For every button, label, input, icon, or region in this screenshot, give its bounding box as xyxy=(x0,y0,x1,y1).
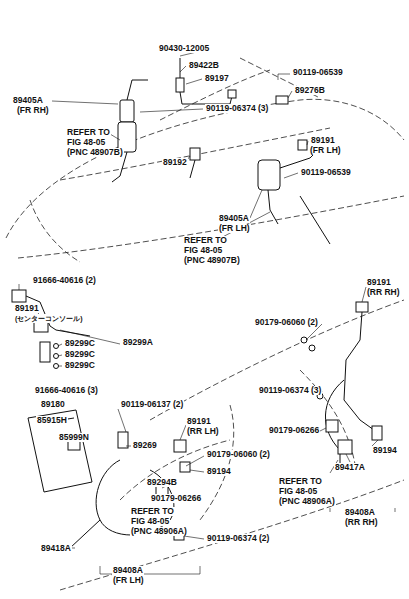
callout-label: 89194 xyxy=(206,467,232,476)
callout-label: 89191 xyxy=(14,304,40,313)
callout-label: 89294B xyxy=(146,478,178,487)
callout-label: 85999N xyxy=(58,433,90,442)
callout-label: 89405A xyxy=(218,214,250,223)
callout-label: (FR LH) xyxy=(309,146,342,155)
callout-label: 89299C xyxy=(64,350,96,359)
callout-label: 90119-06374 (2) xyxy=(206,534,270,543)
callout-label: (PNC 48906A) xyxy=(130,527,188,536)
callout-label: 89422B xyxy=(188,61,220,70)
callout-label: 90179-06060 (2) xyxy=(254,318,319,327)
callout-label: (FR RH) xyxy=(16,106,50,115)
callout-label: 90430-12005 xyxy=(158,44,210,53)
callout-label: 89269 xyxy=(132,441,158,450)
callout-label: (RR LH) xyxy=(186,427,220,436)
callout-label: REFER TO xyxy=(130,507,175,516)
callout-label: (FR LH) xyxy=(112,576,145,585)
callout-label: (PNC 48907B) xyxy=(183,256,241,265)
callout-label: 90119-06374 (3) xyxy=(205,104,269,113)
callout-label: FIG 48-05 xyxy=(130,517,170,526)
callout-label: (PNC 48906A) xyxy=(278,497,336,506)
callout-label: 90119-06374 (3) xyxy=(258,386,322,395)
callout-label: 90119-06539 xyxy=(300,168,352,177)
callout-label: 89408A xyxy=(112,566,144,575)
callout-label: (FR LH) xyxy=(218,224,251,233)
callout-label: 89191 xyxy=(366,278,392,287)
callout-label: FIG 48-05 xyxy=(66,138,106,147)
callout-label: 89299C xyxy=(64,361,96,370)
callout-label: REFER TO xyxy=(183,236,228,245)
callout-label: 89408A xyxy=(344,508,376,517)
callout-label: 89191 xyxy=(186,417,212,426)
callout-label: (RR RH) xyxy=(344,518,379,527)
callout-label: FIG 48-05 xyxy=(278,487,318,496)
callout-label: 85915H xyxy=(36,416,68,425)
callout-label: REFER TO xyxy=(278,477,323,486)
callout-label: 90179-06266 xyxy=(150,494,202,503)
callout-label: (センターコンソール) xyxy=(14,314,84,323)
callout-label: 89405A xyxy=(12,96,44,105)
callout-label: REFER TO xyxy=(66,128,111,137)
callout-label: FIG 48-05 xyxy=(183,246,223,255)
callout-label: 89191 xyxy=(310,136,336,145)
callout-label: 90119-06137 (2) xyxy=(120,400,184,409)
callout-label: 89194 xyxy=(372,446,398,455)
callout-label: 89276B xyxy=(294,86,326,95)
callout-label: 89180 xyxy=(40,400,66,409)
callout-label: (PNC 48907B) xyxy=(66,148,124,157)
callout-label: (RR RH) xyxy=(366,288,401,297)
callout-label: 89197 xyxy=(204,74,230,83)
callout-label: 91666-40616 (3) xyxy=(34,386,99,395)
callout-label: 89417A xyxy=(334,463,366,472)
callout-label: 89299C xyxy=(64,339,96,348)
callout-label: 90179-06266 xyxy=(268,426,320,435)
callout-label: 91666-40616 (2) xyxy=(32,276,97,285)
callout-label: 89418A xyxy=(40,544,72,553)
callout-label: 89192 xyxy=(162,158,188,167)
callout-label: 89299A xyxy=(122,338,154,347)
callout-label: 90119-06539 xyxy=(292,68,344,77)
callout-label: 90179-06060 (2) xyxy=(206,450,271,459)
